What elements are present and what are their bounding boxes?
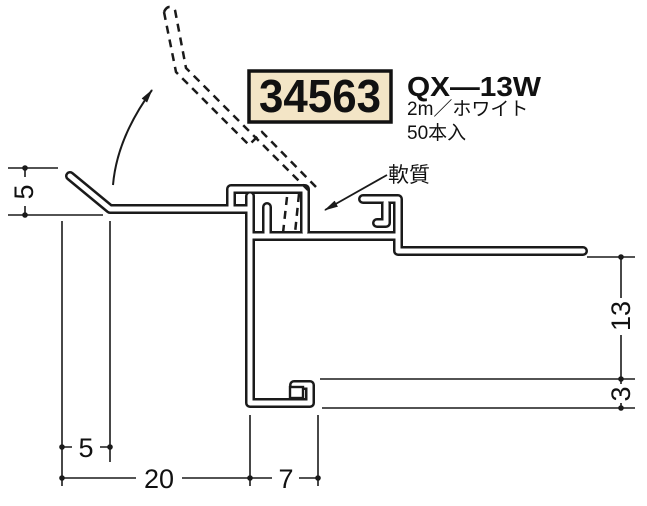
product-code-box: 34563 [247,69,393,124]
dim-left-flap-height: 5 [9,184,39,199]
soft-material-label: 軟質 [388,164,430,187]
dim-bottom-offset: 5 [78,433,93,463]
dimension-dots [22,165,624,481]
product-code: 34563 [259,70,381,122]
rotation-arrow [112,89,153,186]
dimension-labels: 5 5 20 7 13 3 [9,184,636,494]
bottom-hook-slot [288,385,305,400]
dim-right-height: 13 [606,301,636,331]
open-position-dashed-outline [162,5,317,234]
soft-material-arrow [324,174,388,211]
dim-bottom-channel-width: 7 [278,464,293,494]
product-info: QX—13W 2m／ホワイト 50本入 [407,71,542,144]
product-quantity: 50本入 [407,122,466,144]
dimension-extension-lines [8,167,635,486]
product-spec: 2m／ホワイト [407,98,528,120]
dim-right-lip-height: 3 [606,386,636,401]
profile-interior [67,173,586,406]
dim-bottom-width: 20 [144,464,174,494]
product-model: QX—13W [407,71,542,102]
dimension-masks [12,177,633,487]
